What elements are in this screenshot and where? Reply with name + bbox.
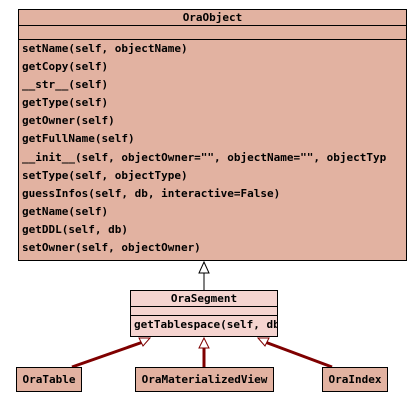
methods-compartment: getTablespace(self, db) — [131, 315, 277, 334]
method-init: __init__(self, objectOwner="", objectNam… — [22, 150, 387, 164]
class-name-ora-segment: OraSegment — [170, 292, 238, 305]
methods-compartment: setName(self, objectName) getCopy(self) … — [19, 39, 406, 257]
method-str: __str__(self) — [22, 78, 109, 92]
edge-table-to-segment — [71, 340, 144, 369]
edge-index-to-segment — [264, 340, 333, 369]
arrowhead-index-to-segment — [256, 337, 270, 347]
method-get-name: getName(self) — [22, 204, 109, 218]
class-ora-object[interactable]: OraObject setName(self, objectName) getC… — [18, 9, 407, 261]
method-set-owner: setOwner(self, objectOwner) — [22, 241, 201, 255]
class-ora-index[interactable]: OraIndex — [322, 367, 388, 392]
class-ora-table[interactable]: OraTable — [16, 367, 82, 392]
method-set-name: setName(self, objectName) — [22, 42, 188, 55]
arrowhead-table-to-segment — [138, 337, 152, 347]
method-get-tablespace: getTablespace(self, db) — [134, 318, 277, 331]
arrowhead-segment-to-object — [198, 260, 210, 274]
attributes-compartment — [19, 25, 406, 39]
method-set-type: setType(self, objectType) — [22, 168, 188, 182]
method-get-type: getType(self) — [22, 96, 109, 110]
method-get-owner: getOwner(self) — [22, 114, 115, 128]
class-name-ora-object: OraObject — [182, 11, 243, 24]
method-get-full-name: getFullName(self) — [22, 132, 135, 146]
method-get-ddl: getDDL(self, db) — [22, 222, 128, 236]
method-get-copy: getCopy(self) — [22, 60, 109, 74]
method-guess-infos: guessInfos(self, db, interactive=False) — [22, 186, 281, 200]
class-ora-materialized-view[interactable]: OraMaterializedView — [135, 367, 274, 392]
arrowhead-mview-to-segment — [198, 336, 210, 349]
attributes-compartment — [131, 306, 277, 315]
class-ora-segment[interactable]: OraSegment getTablespace(self, db) — [130, 290, 278, 337]
